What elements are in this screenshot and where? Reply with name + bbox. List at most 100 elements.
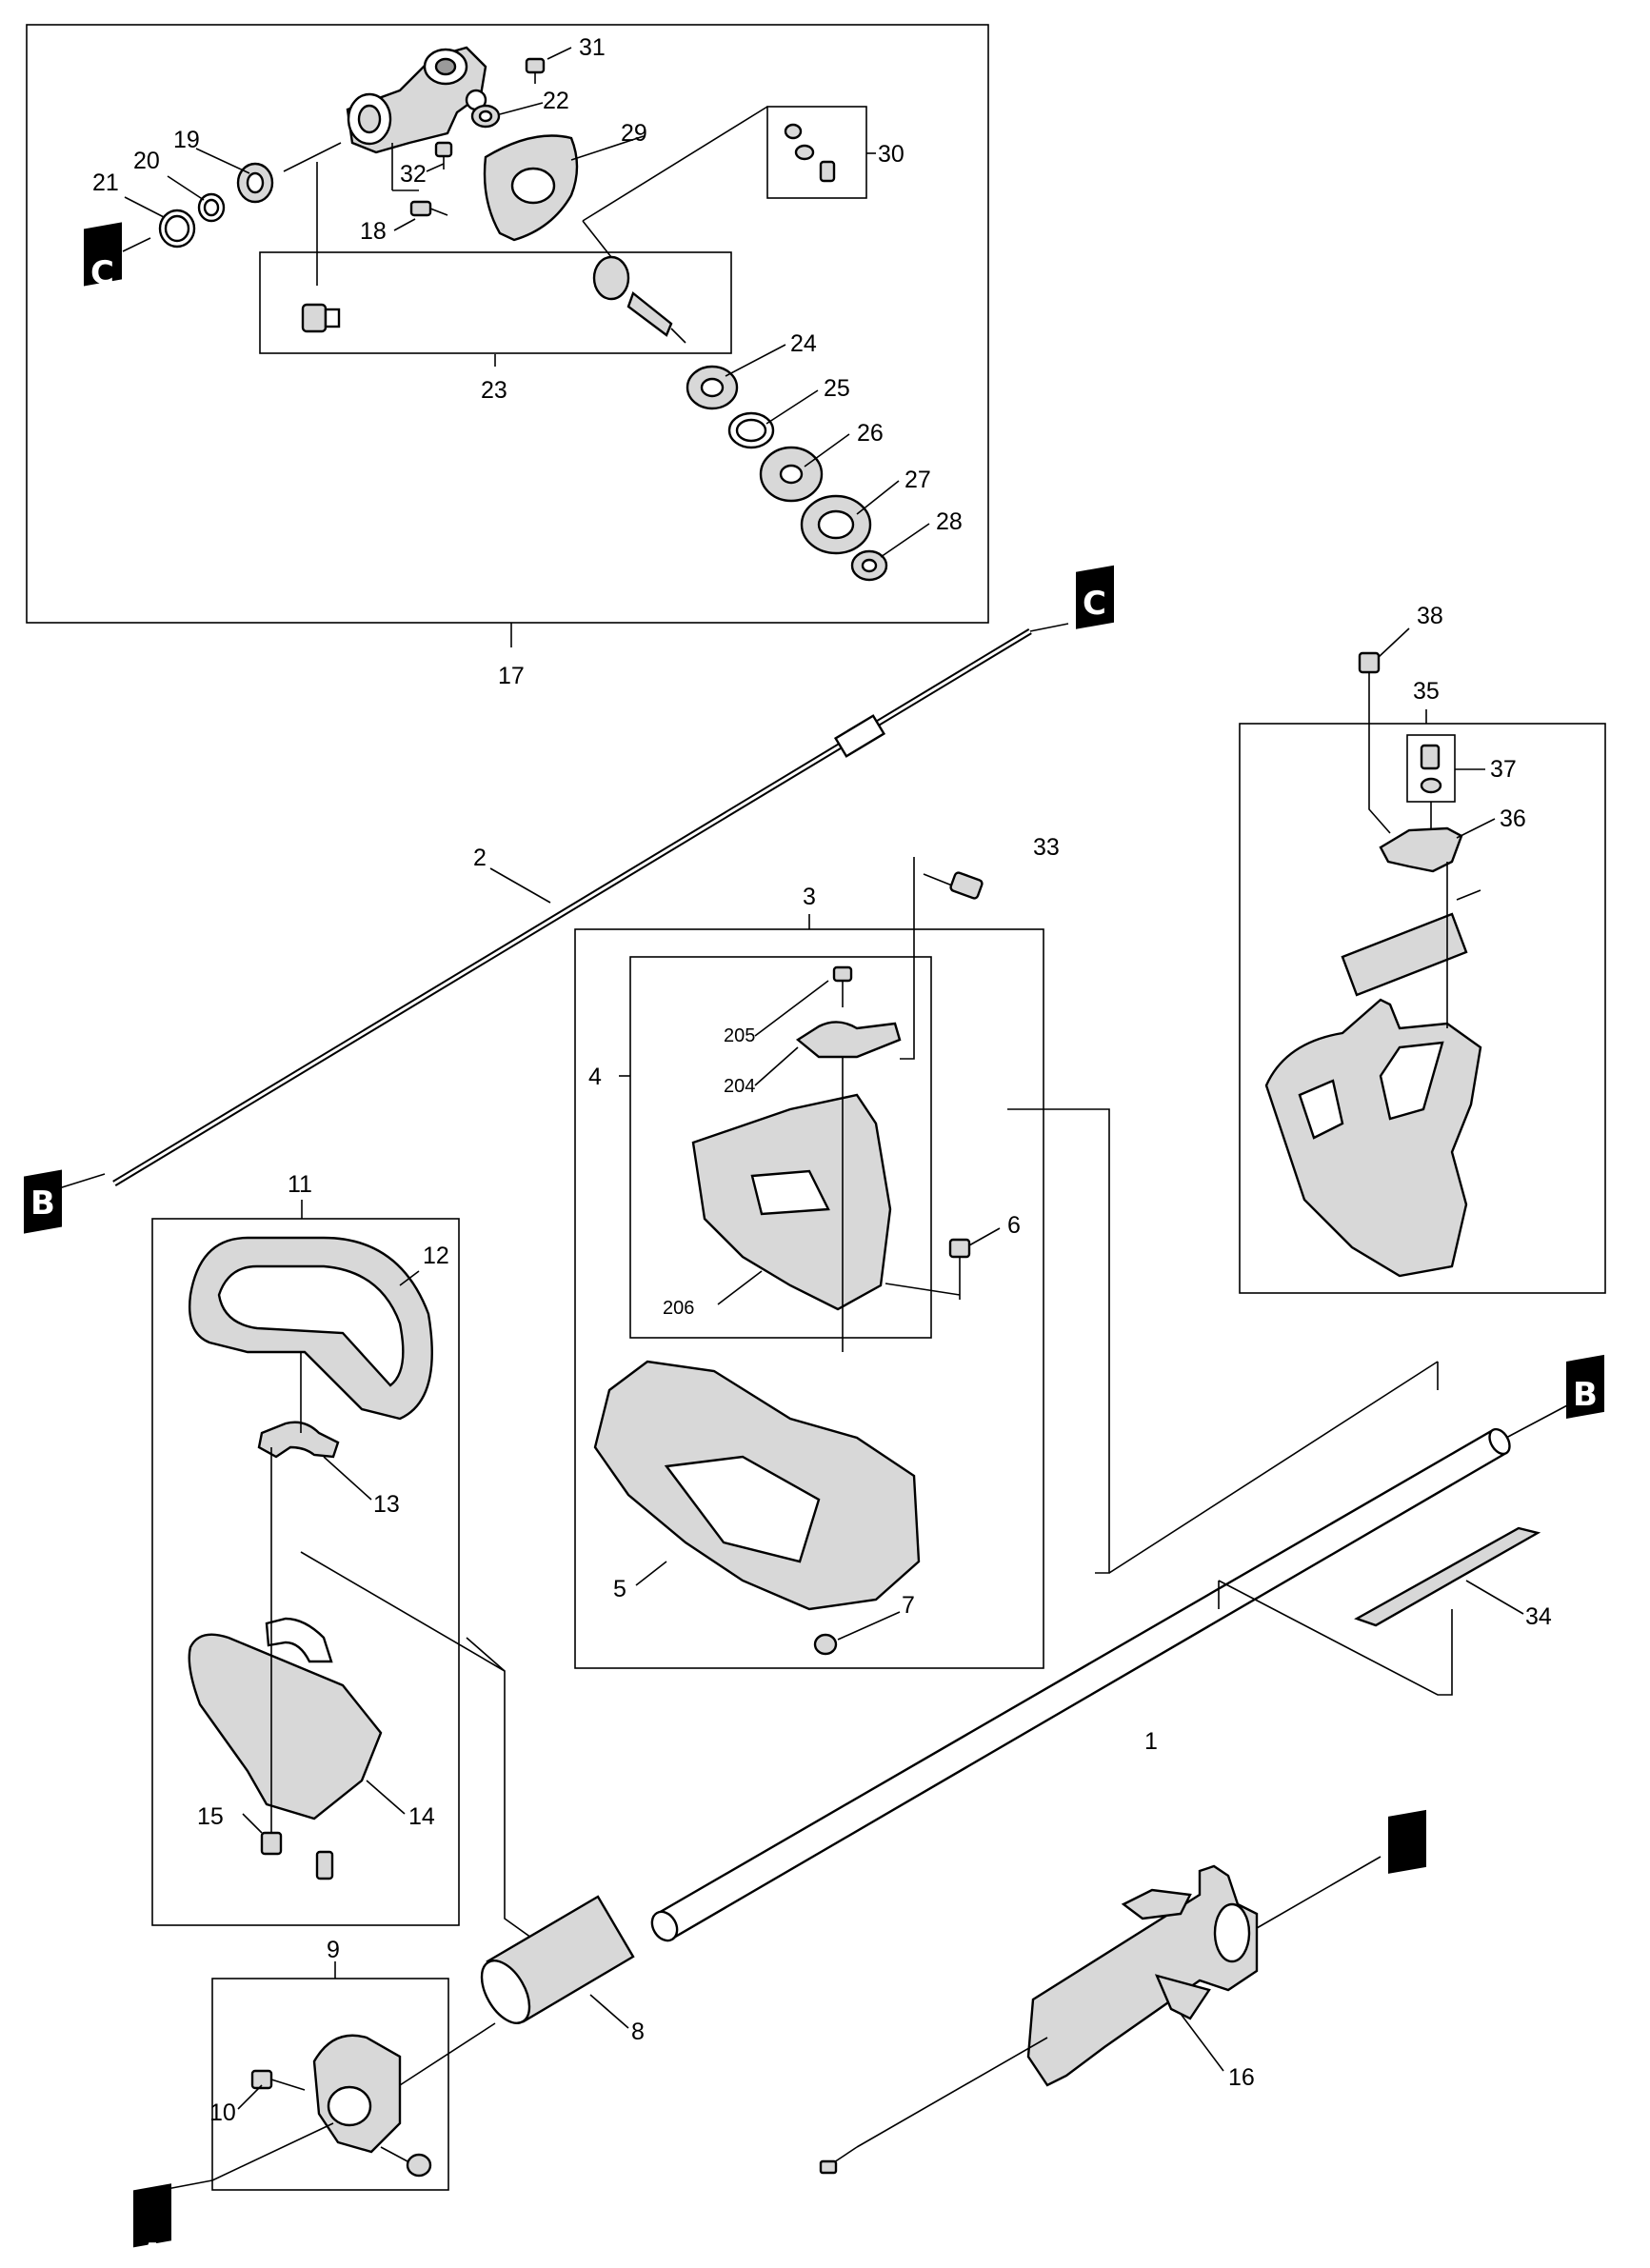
cover-29 <box>483 134 579 242</box>
clamp-204 <box>795 1021 902 1059</box>
clamp-13 <box>257 1421 340 1459</box>
label-7: 7 <box>902 1592 915 1619</box>
gear-case <box>346 46 487 154</box>
label-24: 24 <box>790 330 817 357</box>
kit-30-box <box>766 106 867 199</box>
marker-a-bottom <box>133 2183 171 2248</box>
label-9: 9 <box>327 1937 340 1963</box>
marker-b-left <box>24 1169 62 1234</box>
label-14: 14 <box>408 1803 435 1830</box>
guard-206 <box>691 1093 892 1311</box>
label-3: 3 <box>803 884 816 910</box>
clamp-14 <box>188 1617 383 1820</box>
marker-a-bottom-text: A <box>140 2237 166 2268</box>
label-18: 18 <box>360 218 387 245</box>
label-12: 12 <box>423 1243 449 1269</box>
label-15: 15 <box>197 1803 224 1830</box>
grip-8 <box>480 1895 635 2029</box>
loop-handle-12 <box>189 1236 433 1421</box>
label-5: 5 <box>613 1576 626 1602</box>
clamp-box-9 <box>211 1961 449 2191</box>
label-34: 34 <box>1525 1603 1552 1630</box>
throttle-cable <box>819 2037 1048 2175</box>
label-8: 8 <box>631 2019 645 2045</box>
tube-cross-lines <box>1007 1108 1453 1696</box>
washer-26 <box>759 446 824 503</box>
label-23: 23 <box>481 377 507 404</box>
bolt-18 <box>409 200 448 217</box>
label-1: 1 <box>1144 1728 1158 1755</box>
bolt-10 <box>250 2069 306 2091</box>
bearing-24 <box>686 365 739 410</box>
label-38: 38 <box>1417 603 1443 629</box>
strip-34 <box>1354 1526 1541 1627</box>
bolt-33 <box>923 871 984 900</box>
gear-head-assembly-box <box>26 24 989 647</box>
label-21: 21 <box>92 169 119 196</box>
ring-25 <box>727 411 775 449</box>
label-204: 204 <box>724 1076 755 1097</box>
ring-20 <box>197 192 226 223</box>
bolt-205 <box>832 965 853 1007</box>
label-20: 20 <box>133 148 160 174</box>
marker-c-left <box>84 222 122 287</box>
bolt-15 <box>260 1814 283 1856</box>
label-19: 19 <box>173 127 200 153</box>
nut-7 <box>813 1633 838 1656</box>
guard-5 <box>593 1360 921 1611</box>
marker-b-right-text: B <box>1573 1376 1598 1414</box>
leader-lines-top <box>122 47 930 558</box>
bolt-31 <box>525 57 546 84</box>
leader-lines-guard <box>635 980 1001 1641</box>
guard-tube <box>1341 889 1481 997</box>
label-6: 6 <box>1007 1212 1021 1239</box>
label-36: 36 <box>1500 806 1526 832</box>
kit-37-box <box>1406 734 1456 803</box>
marker-b-right <box>1566 1354 1604 1419</box>
bolt-15b <box>315 1850 334 1880</box>
clamp-36 <box>1379 826 1463 873</box>
guard-assembly-box-35 <box>1239 709 1606 1294</box>
label-2: 2 <box>473 845 487 871</box>
nut-9 <box>406 2153 432 2178</box>
label-26: 26 <box>857 420 884 447</box>
marker-c-top-text: C <box>1083 585 1106 623</box>
bolt-38 <box>1358 651 1381 686</box>
label-205: 205 <box>724 1025 755 1046</box>
circlip-21 <box>158 209 196 249</box>
marker-c-top <box>1076 565 1114 629</box>
washer-22 <box>470 104 501 129</box>
bearing-19 <box>236 162 274 204</box>
label-29: 29 <box>621 120 647 147</box>
main-tube-1 <box>650 1427 1511 1942</box>
marker-lines <box>58 623 1570 1439</box>
leader-lines-35 <box>1368 627 1496 1028</box>
bolt-32 <box>434 141 453 169</box>
label-13: 13 <box>373 1491 400 1518</box>
label-17: 17 <box>498 663 525 689</box>
gear-set-23-box <box>259 251 732 354</box>
throttle-housing-16 <box>1026 1864 1259 2087</box>
label-10: 10 <box>209 2099 236 2126</box>
guard-assembly-box-3 <box>574 914 1044 1669</box>
handle-assembly-box-11 <box>151 1200 460 1926</box>
drive-shaft-2 <box>112 628 1032 1186</box>
label-206: 206 <box>663 1298 694 1319</box>
marker-a-top-text: A <box>1395 2065 1421 2103</box>
bolt-6 <box>948 1238 971 1300</box>
nut-28 <box>850 549 888 582</box>
label-31: 31 <box>579 34 606 61</box>
label-22: 22 <box>543 88 569 114</box>
label-4: 4 <box>588 1064 602 1090</box>
leader-lines-handle <box>242 1270 546 1948</box>
marker-b-left-text: B <box>30 1184 55 1223</box>
clamp-9-body <box>312 2034 402 2154</box>
label-37: 37 <box>1490 756 1517 783</box>
marker-c-left-text: C <box>90 254 114 292</box>
label-16: 16 <box>1228 2064 1255 2091</box>
cup-27 <box>800 494 872 555</box>
marker-a-top <box>1388 1809 1426 1874</box>
label-11: 11 <box>288 1171 312 1198</box>
label-30: 30 <box>878 141 905 168</box>
